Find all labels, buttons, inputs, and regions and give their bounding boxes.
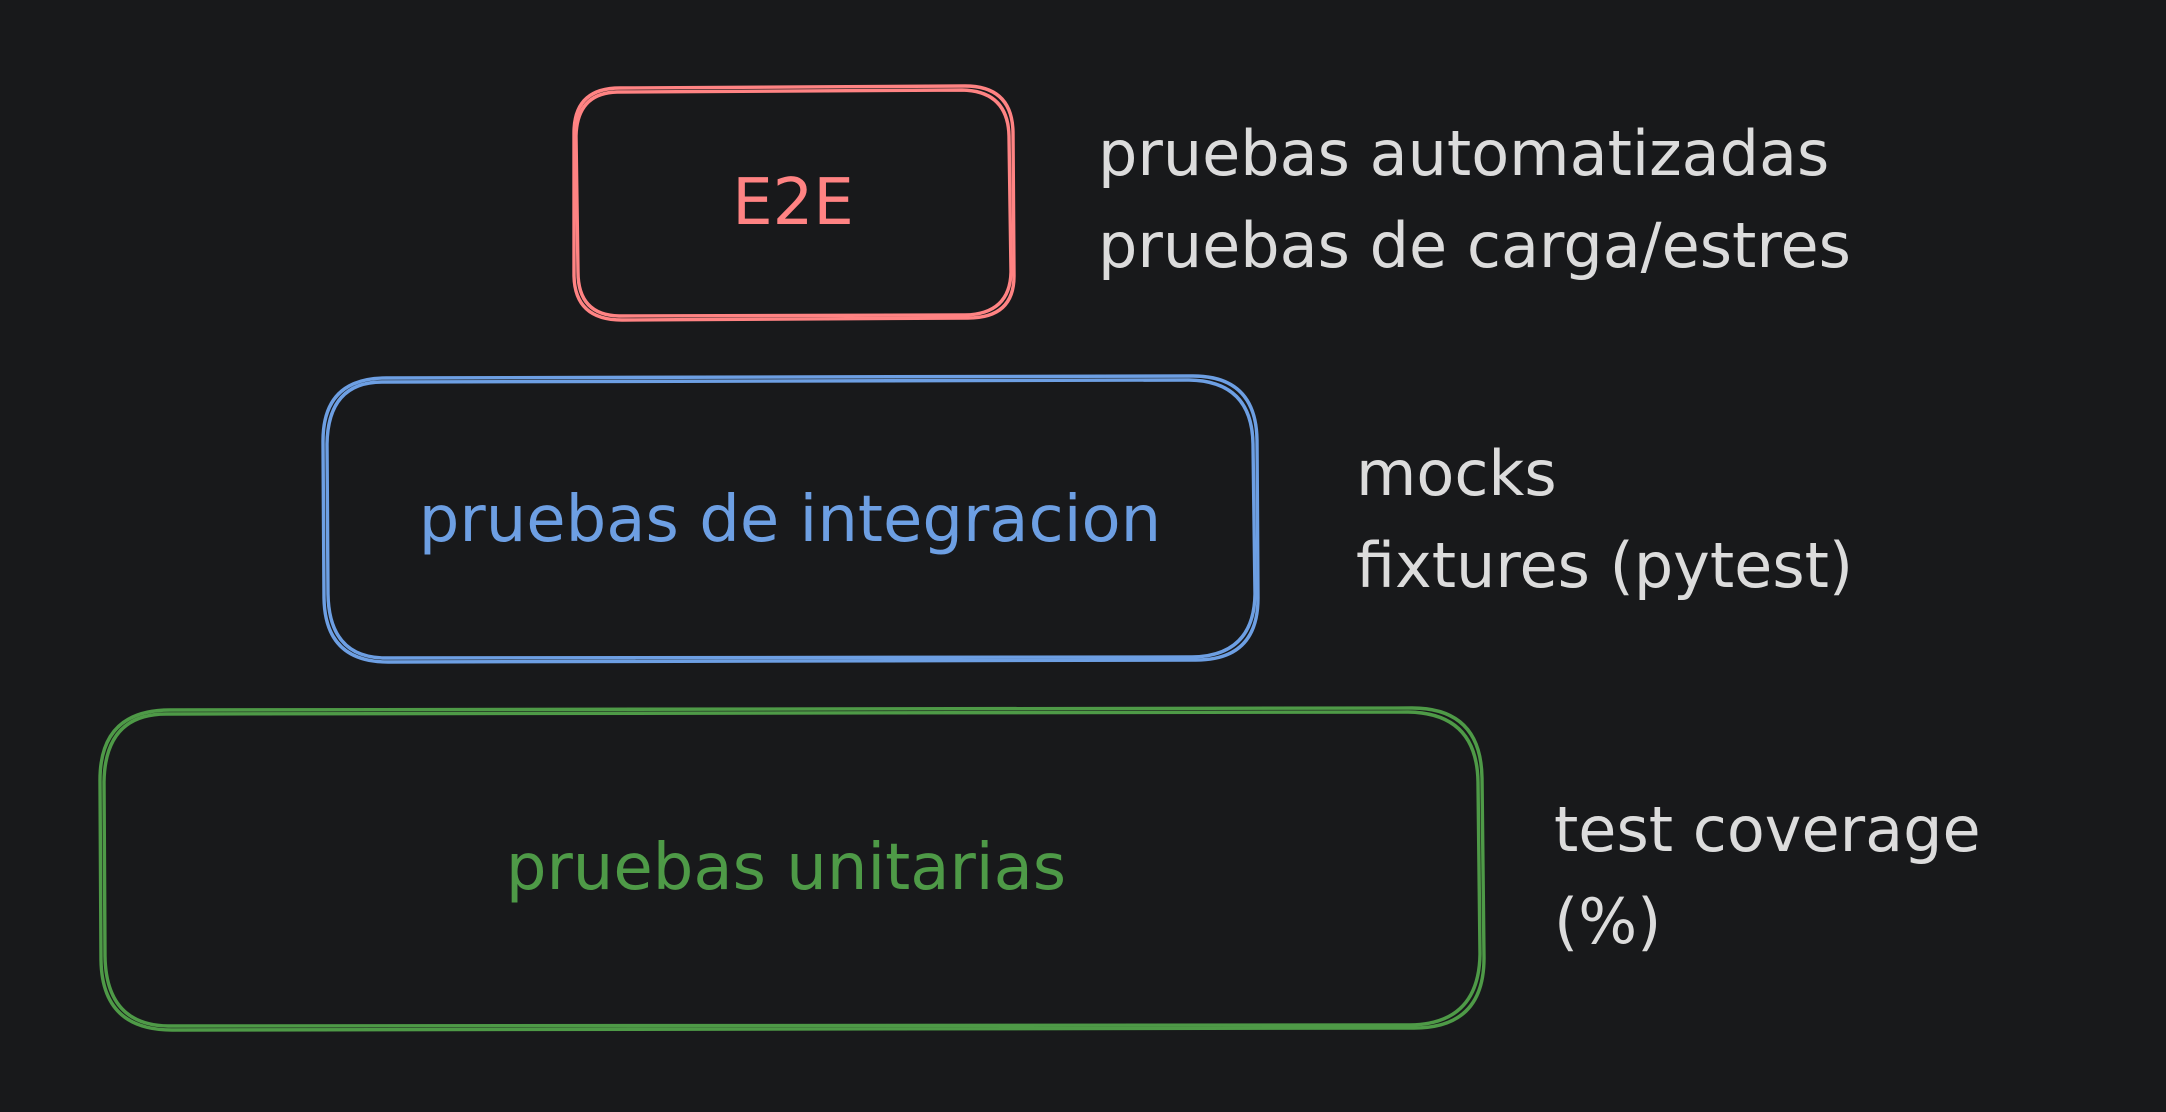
e2e-label: E2E (732, 166, 854, 240)
unit-box-outline-second (102, 710, 1482, 1028)
unit-box-outline (98, 706, 1486, 1032)
integration-box-outline (321, 374, 1260, 664)
e2e-box-outline (572, 84, 1016, 322)
unit-note-2: (%) (1554, 885, 1662, 958)
unit-note-1: test coverage (1554, 793, 1981, 866)
unit-label: pruebas unitarias (505, 831, 1067, 905)
integration-notes: mocks fixtures (pytest) (1356, 428, 1853, 612)
unit-box (98, 706, 1486, 1032)
integration-box-outline-second (325, 378, 1257, 660)
integration-label: pruebas de integracion (418, 483, 1162, 557)
e2e-note-2: pruebas de carga/estres (1098, 209, 1851, 282)
unit-notes: test coverage (%) (1554, 784, 1981, 968)
integration-note-1: mocks (1356, 437, 1557, 510)
integration-note-2: fixtures (pytest) (1356, 529, 1854, 602)
e2e-notes: pruebas automatizadas pruebas de carga/e… (1098, 108, 1851, 292)
integration-box (321, 374, 1260, 664)
e2e-box (572, 84, 1016, 322)
e2e-box-outline-second (574, 88, 1013, 318)
e2e-note-1: pruebas automatizadas (1098, 117, 1830, 190)
